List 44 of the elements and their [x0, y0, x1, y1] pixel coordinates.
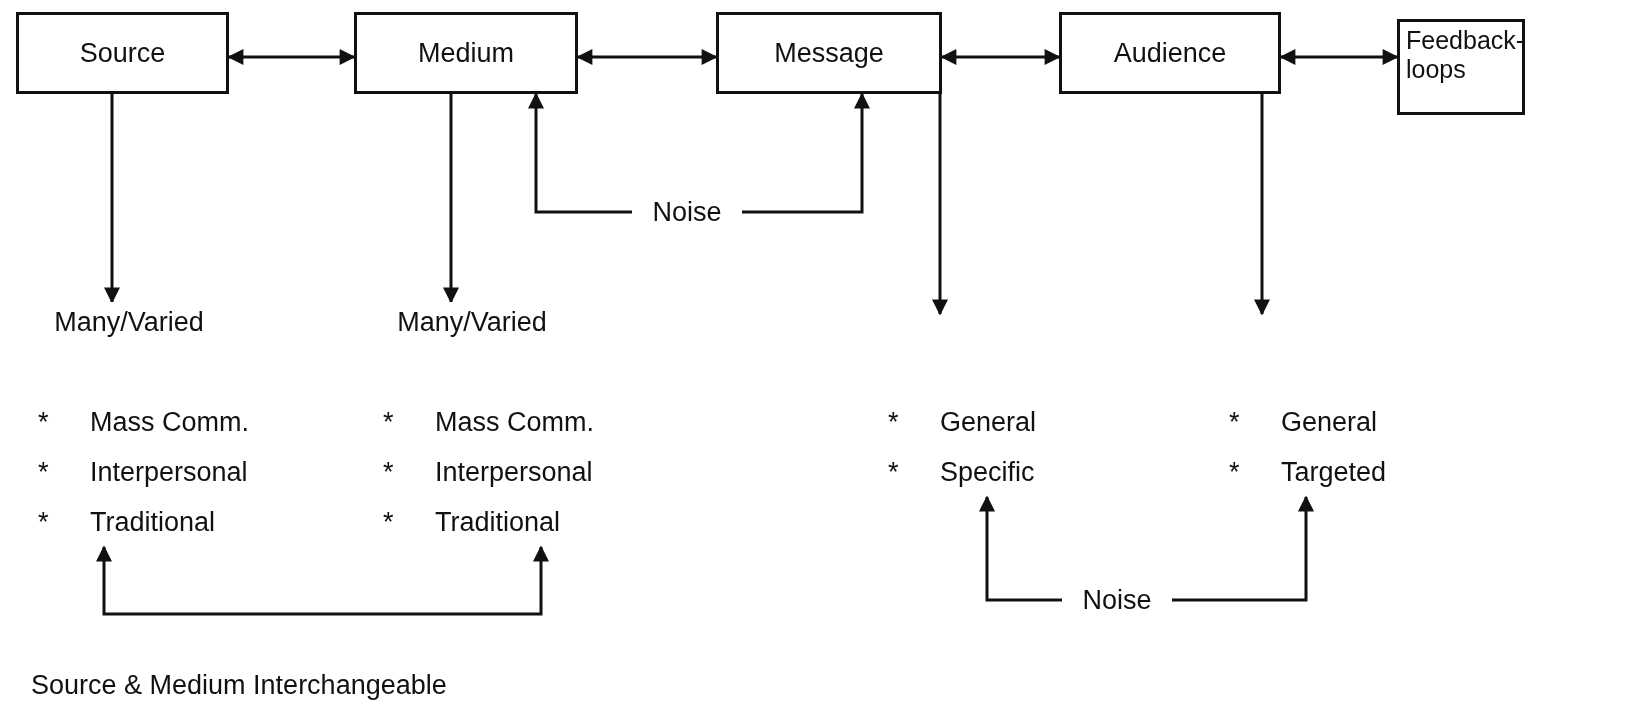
bullet-mark: * [888, 456, 900, 488]
box-label: Medium [418, 37, 514, 69]
arrow [1254, 94, 1270, 316]
arrow [742, 92, 870, 214]
box-label: Source [79, 37, 166, 69]
list-item: Specific [940, 456, 1036, 488]
arrow [1279, 49, 1399, 65]
bullet-mark: * [38, 506, 50, 538]
list-item: General [1281, 406, 1379, 438]
arrow [96, 545, 549, 616]
bullet-mark: * [383, 406, 395, 438]
note-text: Source & Medium Interchangeable [31, 670, 447, 701]
box-label: Feedback-loops [1406, 26, 1525, 84]
arrow [932, 94, 948, 316]
process-box [354, 12, 578, 94]
process-box [716, 12, 942, 94]
list-item: Traditional [90, 506, 217, 538]
bullet-mark: * [1229, 406, 1241, 438]
arrow [443, 94, 459, 304]
arrow [576, 49, 718, 65]
list-item: Interpersonal [90, 456, 249, 488]
arrow [979, 495, 1062, 602]
bullet-mark: * [38, 406, 50, 438]
list-item: Mass Comm. [435, 406, 595, 438]
arrow [1172, 495, 1314, 602]
process-box [1059, 12, 1281, 94]
bullet-mark: * [1229, 456, 1241, 488]
bullet-mark: * [383, 456, 395, 488]
arrow [940, 49, 1061, 65]
bullet-mark: * [888, 406, 900, 438]
bullet-mark: * [38, 456, 50, 488]
bullet-mark: * [383, 506, 395, 538]
list-item: Traditional [435, 506, 562, 538]
arrow [528, 92, 632, 214]
list-item: General [940, 406, 1038, 438]
list-item: Mass Comm. [90, 406, 250, 438]
list-item: Interpersonal [435, 456, 594, 488]
arrow [227, 49, 356, 65]
box-label: Message [774, 37, 884, 69]
process-box [1397, 19, 1525, 115]
box-label: Audience [1113, 37, 1227, 69]
list-item: Targeted [1281, 456, 1388, 488]
arrow [104, 94, 120, 304]
process-box [16, 12, 229, 94]
